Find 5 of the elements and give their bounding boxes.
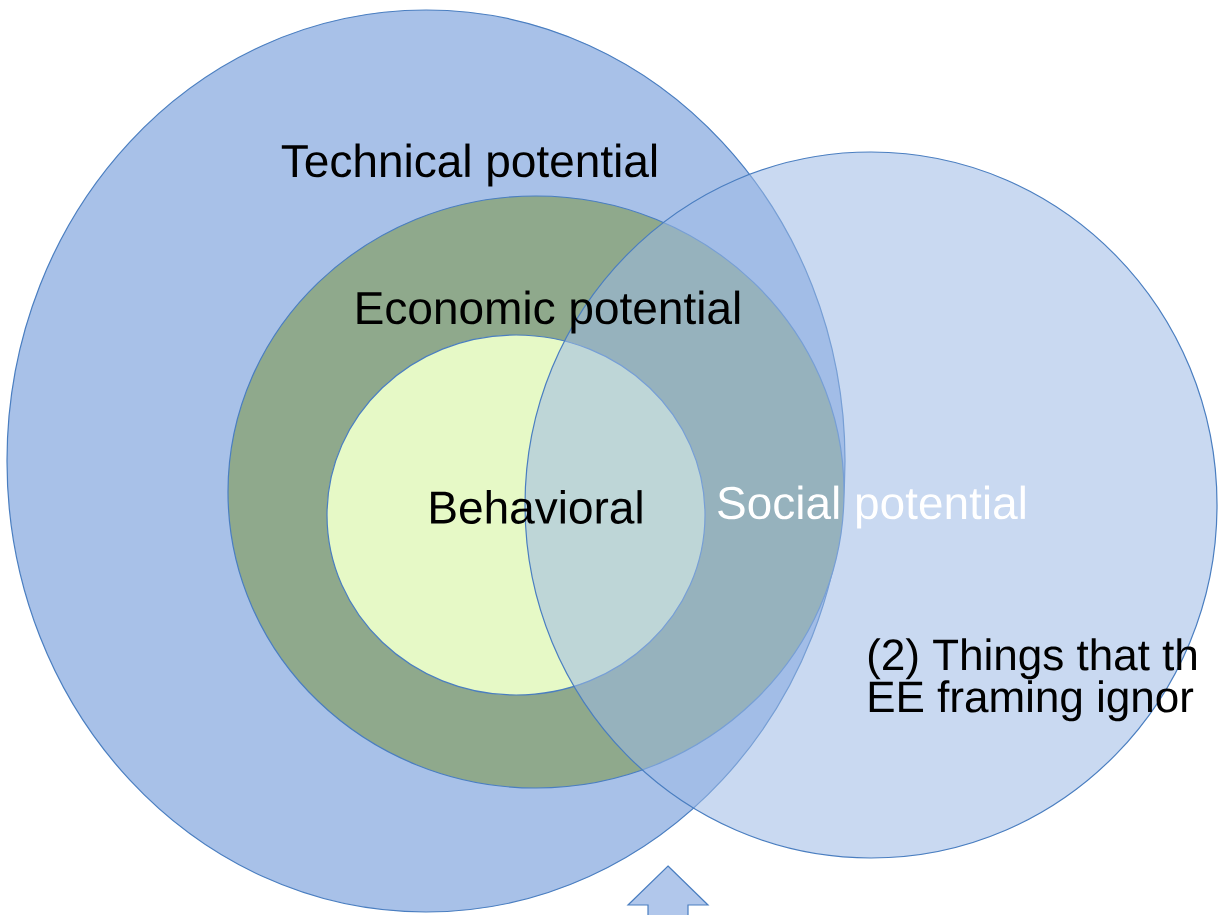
circle-label: Technical potential — [281, 143, 657, 187]
circle-label: Behavioral — [431, 490, 642, 524]
venn-circle — [326, 334, 706, 696]
note-text: (2) Things that th EE framing ignor — [868, 638, 1196, 722]
circle-label: Economic potential — [357, 290, 740, 334]
